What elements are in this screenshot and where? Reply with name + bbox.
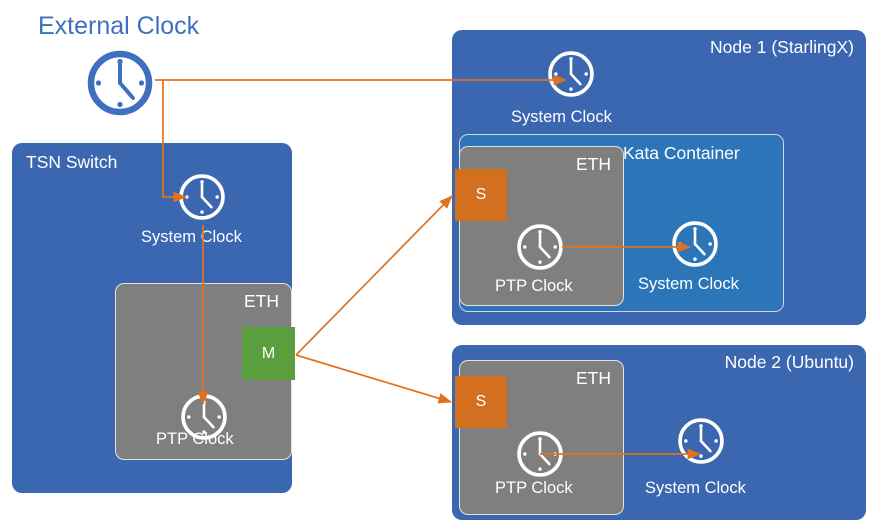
clock-icon <box>669 218 721 270</box>
node1-title: Node 1 (StarlingX) <box>710 37 854 57</box>
clock-icon <box>675 415 727 467</box>
node2-eth-title: ETH <box>576 368 611 388</box>
external-clock-label: External Clock <box>38 12 200 40</box>
eth-port-slave-chip[interactable]: S <box>455 376 507 428</box>
node2-title: Node 2 (Ubuntu) <box>724 352 854 372</box>
wire-master-to-node2-slave <box>295 354 452 404</box>
clock-icon <box>514 221 566 273</box>
eth-port-slave-chip[interactable]: S <box>455 169 507 221</box>
tsn-switch-system-clock-label: System Clock <box>141 228 242 246</box>
clock-icon <box>84 47 156 119</box>
eth-port-master-label: M <box>261 344 276 362</box>
kata-container-title: Kata Container <box>623 143 740 163</box>
eth-port-master-chip[interactable]: M <box>242 327 295 380</box>
clock-icon <box>514 428 566 480</box>
node1-ptp-clock-label: PTP Clock <box>495 277 573 295</box>
tsn-switch-title: TSN Switch <box>26 152 118 172</box>
node2-system-clock-label: System Clock <box>645 479 746 497</box>
wire-master-to-node1-slave <box>295 195 453 356</box>
clock-icon <box>545 48 597 100</box>
eth-port-slave-label: S <box>475 393 487 410</box>
kata-system-clock-label: System Clock <box>638 275 739 293</box>
tsn-switch-eth-title: ETH <box>244 291 279 311</box>
eth-port-slave-label: S <box>475 186 487 203</box>
clock-icon <box>176 171 228 223</box>
tsn-switch-ptp-clock-label: PTP Clock <box>156 430 234 448</box>
node2-ptp-clock-label: PTP Clock <box>495 479 573 497</box>
node1-eth-title: ETH <box>576 154 611 174</box>
node1-system-clock-label: System Clock <box>511 108 612 126</box>
